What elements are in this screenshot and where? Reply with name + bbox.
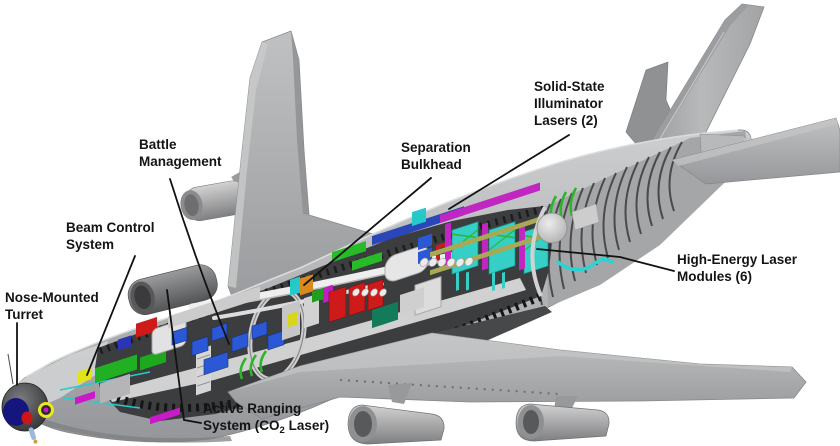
aft-tank-dome	[536, 212, 568, 244]
near-wing	[227, 332, 807, 420]
label-separation-bulkhead: Separation Bulkhead	[401, 140, 471, 172]
leader-lines	[16, 134, 675, 424]
nose-turret	[1, 353, 54, 444]
near-engine-outboard	[515, 396, 610, 442]
leader-high-energy-laser	[536, 248, 675, 272]
turret-ring-center	[43, 407, 49, 413]
belly-shadow	[22, 412, 232, 443]
label-high-energy-laser-modules: High-Energy Laser Modules (6)	[677, 252, 798, 284]
turret-sensor-red	[21, 411, 33, 425]
label-battle-management: Battle Management	[139, 137, 222, 169]
leader-solid-state-illuminator	[448, 134, 570, 210]
cyan-pipe	[556, 257, 614, 272]
label-active-ranging-system: Active Ranging System (CO2 Laser)	[203, 401, 330, 436]
label-beam-control-system: Beam Control System	[66, 220, 155, 252]
leader-active-ranging	[166, 289, 202, 424]
far-wing-engine-inboard	[127, 264, 218, 316]
leader-separation-bulkhead	[303, 177, 432, 286]
label-nose-mounted-turret: Nose-Mounted Turret	[5, 290, 99, 322]
near-engine-inboard	[347, 383, 445, 445]
near-horizontal-stabilizer	[671, 117, 840, 185]
leader-battle-management	[169, 178, 230, 345]
chin-probe	[28, 427, 38, 444]
leader-beam-control-system	[86, 255, 136, 376]
label-solid-state-illuminator: Solid-State Illuminator Lasers (2)	[534, 79, 605, 128]
